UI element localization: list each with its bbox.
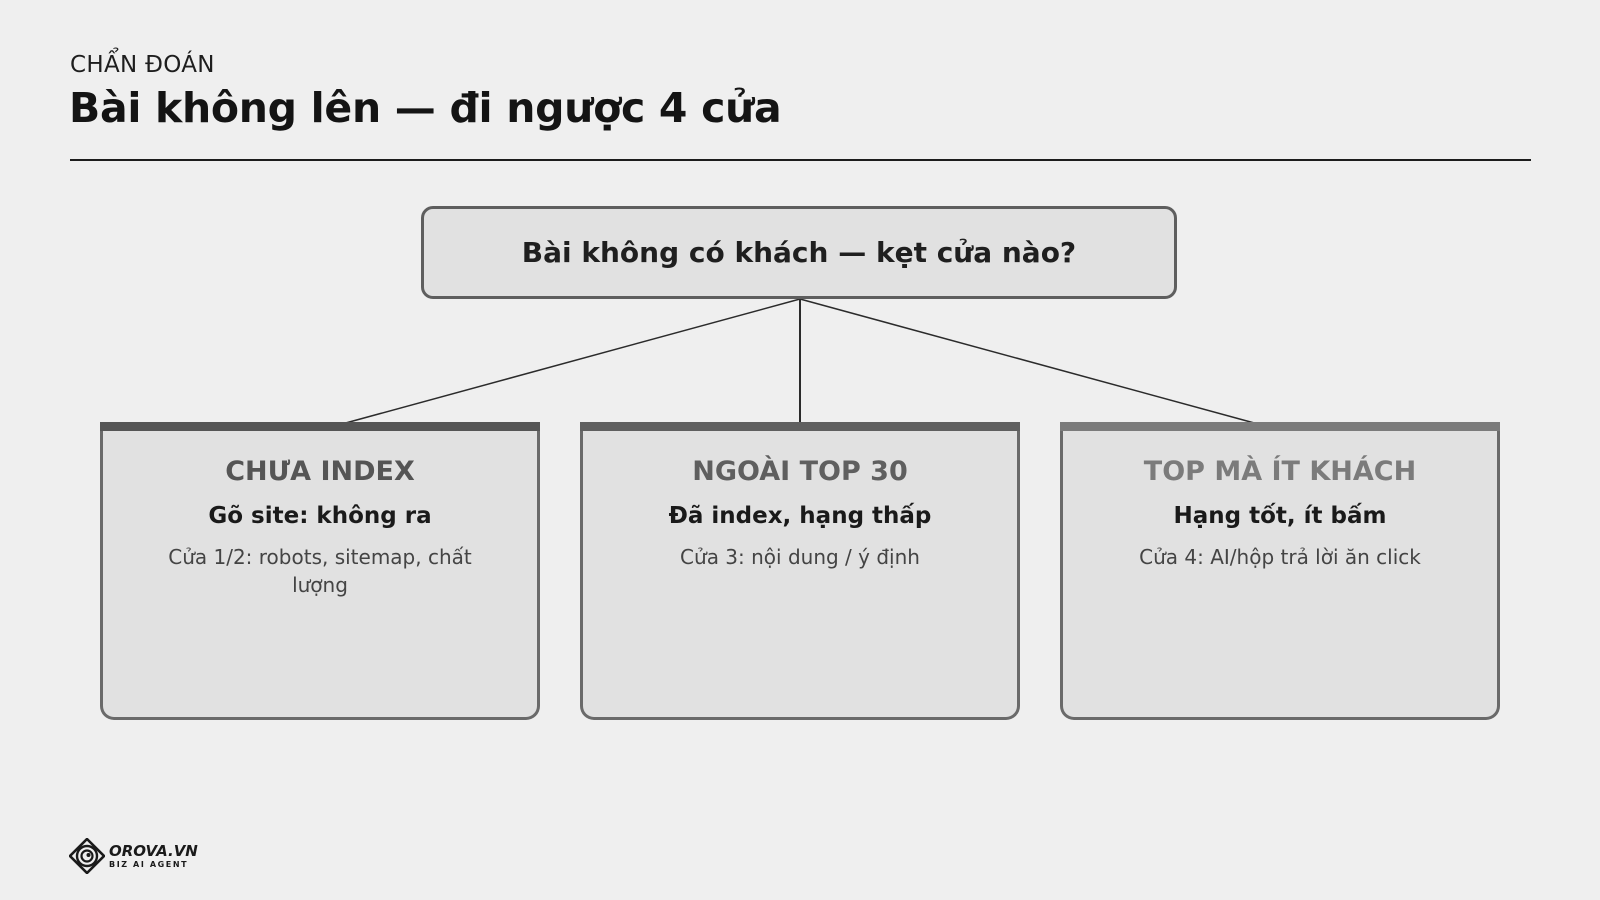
branch-subtitle: Gõ site: không ra xyxy=(208,503,432,529)
branch-card-outside-top30: NGOÀI TOP 30 Đã index, hạng thấp Cửa 3: … xyxy=(580,422,1020,720)
branch-title: CHƯA INDEX xyxy=(225,456,415,487)
spiral-diamond-logo-icon xyxy=(69,838,105,874)
connector-left xyxy=(319,298,801,431)
branch-note: Cửa 1/2: robots, sitemap, chất lượng xyxy=(168,545,472,597)
title-divider xyxy=(70,159,1531,161)
branch-title: NGOÀI TOP 30 xyxy=(692,456,908,487)
root-question-box: Bài không có khách — kẹt cửa nào? xyxy=(421,206,1177,299)
section-kicker: CHẨN ĐOÁN xyxy=(70,52,215,78)
branch-card-accent-bar xyxy=(580,422,1020,431)
root-question-label: Bài không có khách — kẹt cửa nào? xyxy=(521,236,1077,269)
brand-logo: OROVA.VN BIZ AI AGENT xyxy=(69,838,198,874)
branch-note: Cửa 3: nội dung / ý định xyxy=(680,545,920,569)
branch-subtitle: Đã index, hạng thấp xyxy=(668,503,932,529)
branch-card-top-few-clicks: TOP MÀ ÍT KHÁCH Hạng tốt, ít bấm Cửa 4: … xyxy=(1060,422,1500,720)
branch-title: TOP MÀ ÍT KHÁCH xyxy=(1143,456,1417,487)
branch-card-accent-bar xyxy=(1060,422,1500,431)
branch-subtitle: Hạng tốt, ít bấm xyxy=(1173,503,1387,529)
branch-note: Cửa 4: AI/hộp trả lời ăn click xyxy=(1139,545,1421,569)
branch-card-not-indexed: CHƯA INDEX Gõ site: không ra Cửa 1/2: ro… xyxy=(100,422,540,720)
connector-right xyxy=(799,298,1281,431)
brand-name: OROVA.VN xyxy=(109,841,198,860)
page-title: Bài không lên — đi ngược 4 cửa xyxy=(69,84,782,132)
brand-tagline: BIZ AI AGENT xyxy=(109,859,189,869)
branch-card-accent-bar xyxy=(100,422,540,431)
